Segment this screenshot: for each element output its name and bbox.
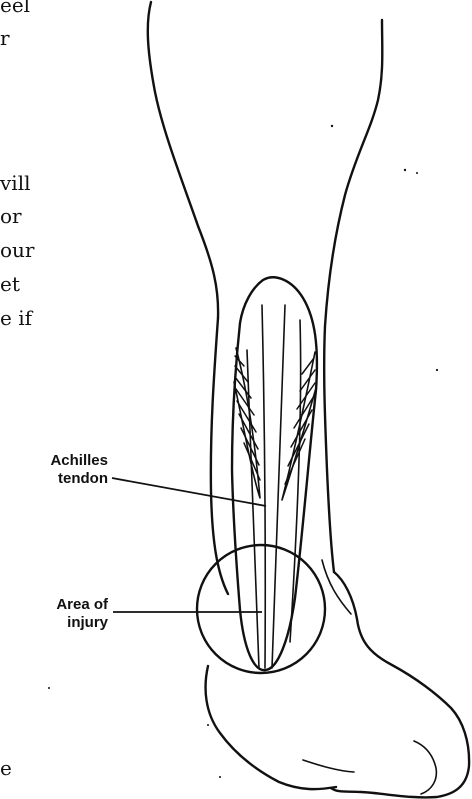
- area-of-injury-label-line-2: injury: [10, 614, 108, 632]
- area-of-injury-label-line-1: Area of: [10, 596, 108, 614]
- tendon-band-center: [262, 305, 265, 668]
- leg-outline-left: [148, 2, 218, 318]
- injury-area-circle: [197, 545, 325, 673]
- tendon-band-left: [247, 350, 259, 668]
- area-of-injury-label: Area of injury: [10, 596, 108, 632]
- tendon-band-right: [272, 305, 285, 668]
- foot-sole-detail: [303, 760, 354, 772]
- leg-outline-right: [324, 20, 382, 572]
- achilles-tendon-leader: [112, 478, 266, 506]
- toe-detail: [414, 741, 436, 794]
- achilles-tendon-label-line-1: Achilles: [10, 452, 108, 470]
- achilles-tendon-label: Achilles tendon: [10, 452, 108, 488]
- achilles-tendon-label-line-2: tendon: [10, 470, 108, 488]
- ankle-left-contour: [211, 318, 228, 594]
- heel-outline: [206, 666, 336, 789]
- foot-outline: [331, 572, 469, 797]
